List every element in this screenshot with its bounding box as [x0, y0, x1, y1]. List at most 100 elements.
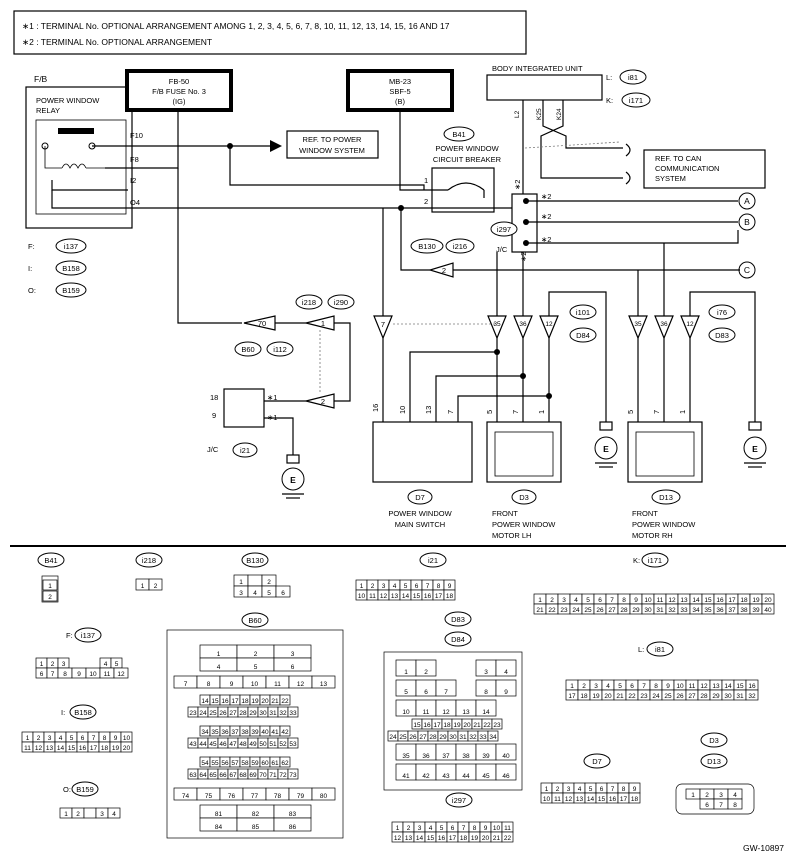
svg-text:9: 9 [230, 681, 234, 688]
svg-text:2: 2 [254, 651, 258, 658]
svg-text:15: 15 [413, 593, 421, 600]
svg-text:86: 86 [289, 824, 297, 831]
svg-text:8: 8 [473, 825, 477, 832]
svg-text:3: 3 [594, 683, 598, 690]
svg-text:17: 17 [620, 796, 628, 803]
svg-text:1: 1 [64, 811, 68, 818]
svg-text:12: 12 [297, 681, 305, 688]
svg-text:2: 2 [424, 669, 428, 676]
svg-text:28: 28 [239, 710, 247, 717]
svg-text:11: 11 [554, 796, 561, 803]
svg-text:8: 8 [437, 583, 441, 590]
svg-text:5: 5 [626, 410, 635, 414]
svg-text:9: 9 [484, 825, 488, 832]
svg-text:MAIN SWITCH: MAIN SWITCH [395, 520, 445, 529]
conn-i137: i137 [64, 242, 78, 251]
svg-text:6: 6 [291, 664, 295, 671]
svg-text:34: 34 [201, 729, 209, 736]
svg-text:21: 21 [473, 722, 481, 729]
svg-text:44: 44 [199, 741, 207, 748]
svg-text:63: 63 [189, 772, 197, 779]
svg-text:POWER WINDOW: POWER WINDOW [388, 509, 452, 518]
svg-text:18: 18 [210, 393, 218, 402]
svg-text:∗2: ∗2 [541, 235, 551, 244]
svg-text:16: 16 [716, 597, 724, 604]
svg-text:19: 19 [112, 745, 120, 752]
svg-text:25: 25 [584, 607, 592, 614]
svg-text:15: 15 [211, 698, 219, 705]
svg-text:2: 2 [321, 397, 325, 406]
svg-text:2: 2 [582, 683, 586, 690]
conn-b41: B41 [452, 130, 465, 139]
svg-text:16: 16 [748, 683, 756, 690]
svg-text:2: 2 [442, 266, 446, 275]
svg-text:POWER WINDOW: POWER WINDOW [492, 520, 556, 529]
svg-text:32: 32 [668, 607, 676, 614]
svg-text:76: 76 [228, 793, 236, 800]
svg-text:40: 40 [764, 607, 772, 614]
svg-text:36: 36 [221, 729, 229, 736]
svg-text:29: 29 [712, 693, 720, 700]
svg-text:2: 2 [705, 792, 709, 799]
svg-text:21: 21 [536, 607, 544, 614]
conn-b159: B159 [62, 286, 80, 295]
svg-text:59: 59 [251, 760, 259, 767]
svg-text:7: 7 [381, 320, 385, 329]
svg-text:16: 16 [424, 593, 432, 600]
bottom-conn-d84: D84 [451, 635, 465, 644]
svg-text:20: 20 [463, 722, 471, 729]
svg-text:E: E [603, 444, 609, 454]
conn-b60: B60 [241, 345, 254, 354]
svg-text:49: 49 [249, 741, 257, 748]
svg-text:17: 17 [435, 593, 443, 600]
svg-text:23: 23 [640, 693, 648, 700]
note-1: ∗1 : TERMINAL No. OPTIONAL ARRANGEMENT A… [22, 21, 450, 31]
svg-text:83: 83 [289, 811, 297, 818]
svg-text:∗1: ∗1 [267, 393, 277, 402]
svg-text:4: 4 [253, 590, 257, 597]
ground-2 [594, 436, 618, 460]
svg-text:18: 18 [580, 693, 588, 700]
svg-text:7: 7 [642, 683, 646, 690]
svg-text:35: 35 [704, 607, 712, 614]
svg-text:BODY INTEGRATED UNIT: BODY INTEGRATED UNIT [492, 64, 583, 73]
svg-text:34: 34 [489, 734, 497, 741]
svg-text:2: 2 [154, 583, 158, 590]
svg-text:E: E [290, 475, 296, 485]
svg-text:43: 43 [442, 773, 450, 780]
svg-text:MOTOR RH: MOTOR RH [632, 531, 673, 540]
svg-text:60: 60 [261, 760, 269, 767]
svg-text:∗2: ∗2 [541, 192, 551, 201]
svg-text:REF. TO POWER: REF. TO POWER [303, 135, 362, 144]
svg-text:15: 15 [704, 597, 712, 604]
svg-text:10: 10 [123, 735, 131, 742]
svg-text:L2: L2 [514, 110, 521, 118]
svg-text:1: 1 [26, 735, 30, 742]
svg-text:4: 4 [59, 735, 63, 742]
conn-i81: i81 [628, 73, 638, 82]
svg-text:3: 3 [719, 792, 723, 799]
svg-text:75: 75 [205, 793, 213, 800]
svg-text:22: 22 [483, 722, 491, 729]
svg-text:12: 12 [442, 709, 450, 716]
svg-text:39: 39 [482, 753, 490, 760]
svg-text:33: 33 [289, 710, 297, 717]
marker-a [738, 192, 756, 210]
svg-text:(B): (B) [395, 97, 406, 106]
svg-text:37: 37 [231, 729, 239, 736]
conn-i21: i21 [240, 446, 250, 455]
svg-text:41: 41 [271, 729, 279, 736]
svg-text:78: 78 [274, 793, 282, 800]
svg-text:62: 62 [281, 760, 289, 767]
svg-text:26: 26 [409, 734, 417, 741]
svg-text:2: 2 [556, 786, 560, 793]
svg-text:4: 4 [393, 583, 397, 590]
svg-text:6: 6 [81, 735, 85, 742]
svg-text:COMMUNICATION: COMMUNICATION [655, 164, 719, 173]
pin-f10: F10 [130, 131, 143, 140]
svg-text:37: 37 [728, 607, 736, 614]
svg-text:10: 10 [493, 825, 501, 832]
svg-text:14: 14 [416, 835, 424, 842]
svg-text:70: 70 [259, 772, 267, 779]
